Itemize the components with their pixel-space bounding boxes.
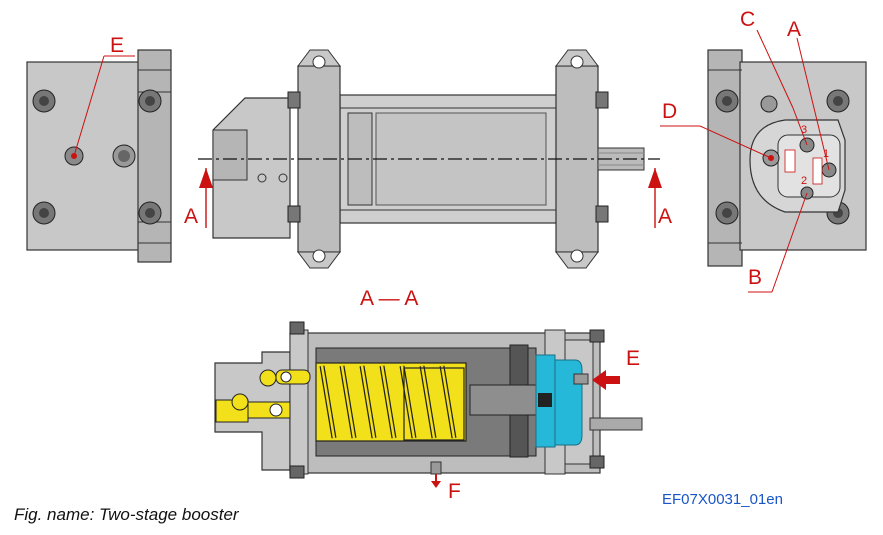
label-d: D: [662, 100, 677, 123]
section-label: A — A: [360, 287, 418, 310]
bolt-icon: [715, 89, 739, 113]
label-e-top: E: [110, 34, 124, 57]
port-number-1: 1: [823, 148, 829, 160]
label-b: B: [748, 266, 762, 289]
label-c: C: [740, 8, 755, 31]
bolt-icon: [138, 89, 162, 113]
bolt-icon: [32, 89, 56, 113]
side-view: A A: [184, 49, 672, 269]
bolt-icon: [715, 201, 739, 225]
bolt-icon: [138, 201, 162, 225]
figure-caption: Fig. name: Two-stage booster: [14, 505, 239, 524]
right-end-view: 3 1 2 C A D B: [660, 8, 867, 293]
port-number-2: 2: [801, 175, 807, 187]
lever-icon: [259, 369, 277, 387]
inlet-arrow-e-icon: [592, 370, 620, 390]
label-a-corner: A: [787, 18, 801, 41]
label-f: F: [448, 480, 461, 503]
bolt-icon: [32, 201, 56, 225]
section-arrow-right-icon: [648, 168, 662, 188]
bolt-icon: [826, 89, 850, 113]
drain-arrow-f-icon: [431, 481, 441, 488]
label-a-left: A: [184, 205, 198, 228]
label-a-right: A: [658, 205, 672, 228]
port-number-3: 3: [801, 124, 807, 136]
left-end-view: E: [26, 34, 172, 263]
section-arrow-left-icon: [199, 168, 213, 188]
section-view: E F: [214, 321, 643, 503]
document-id: EF07X0031_01en: [662, 491, 783, 508]
label-e-bottom: E: [626, 347, 640, 370]
